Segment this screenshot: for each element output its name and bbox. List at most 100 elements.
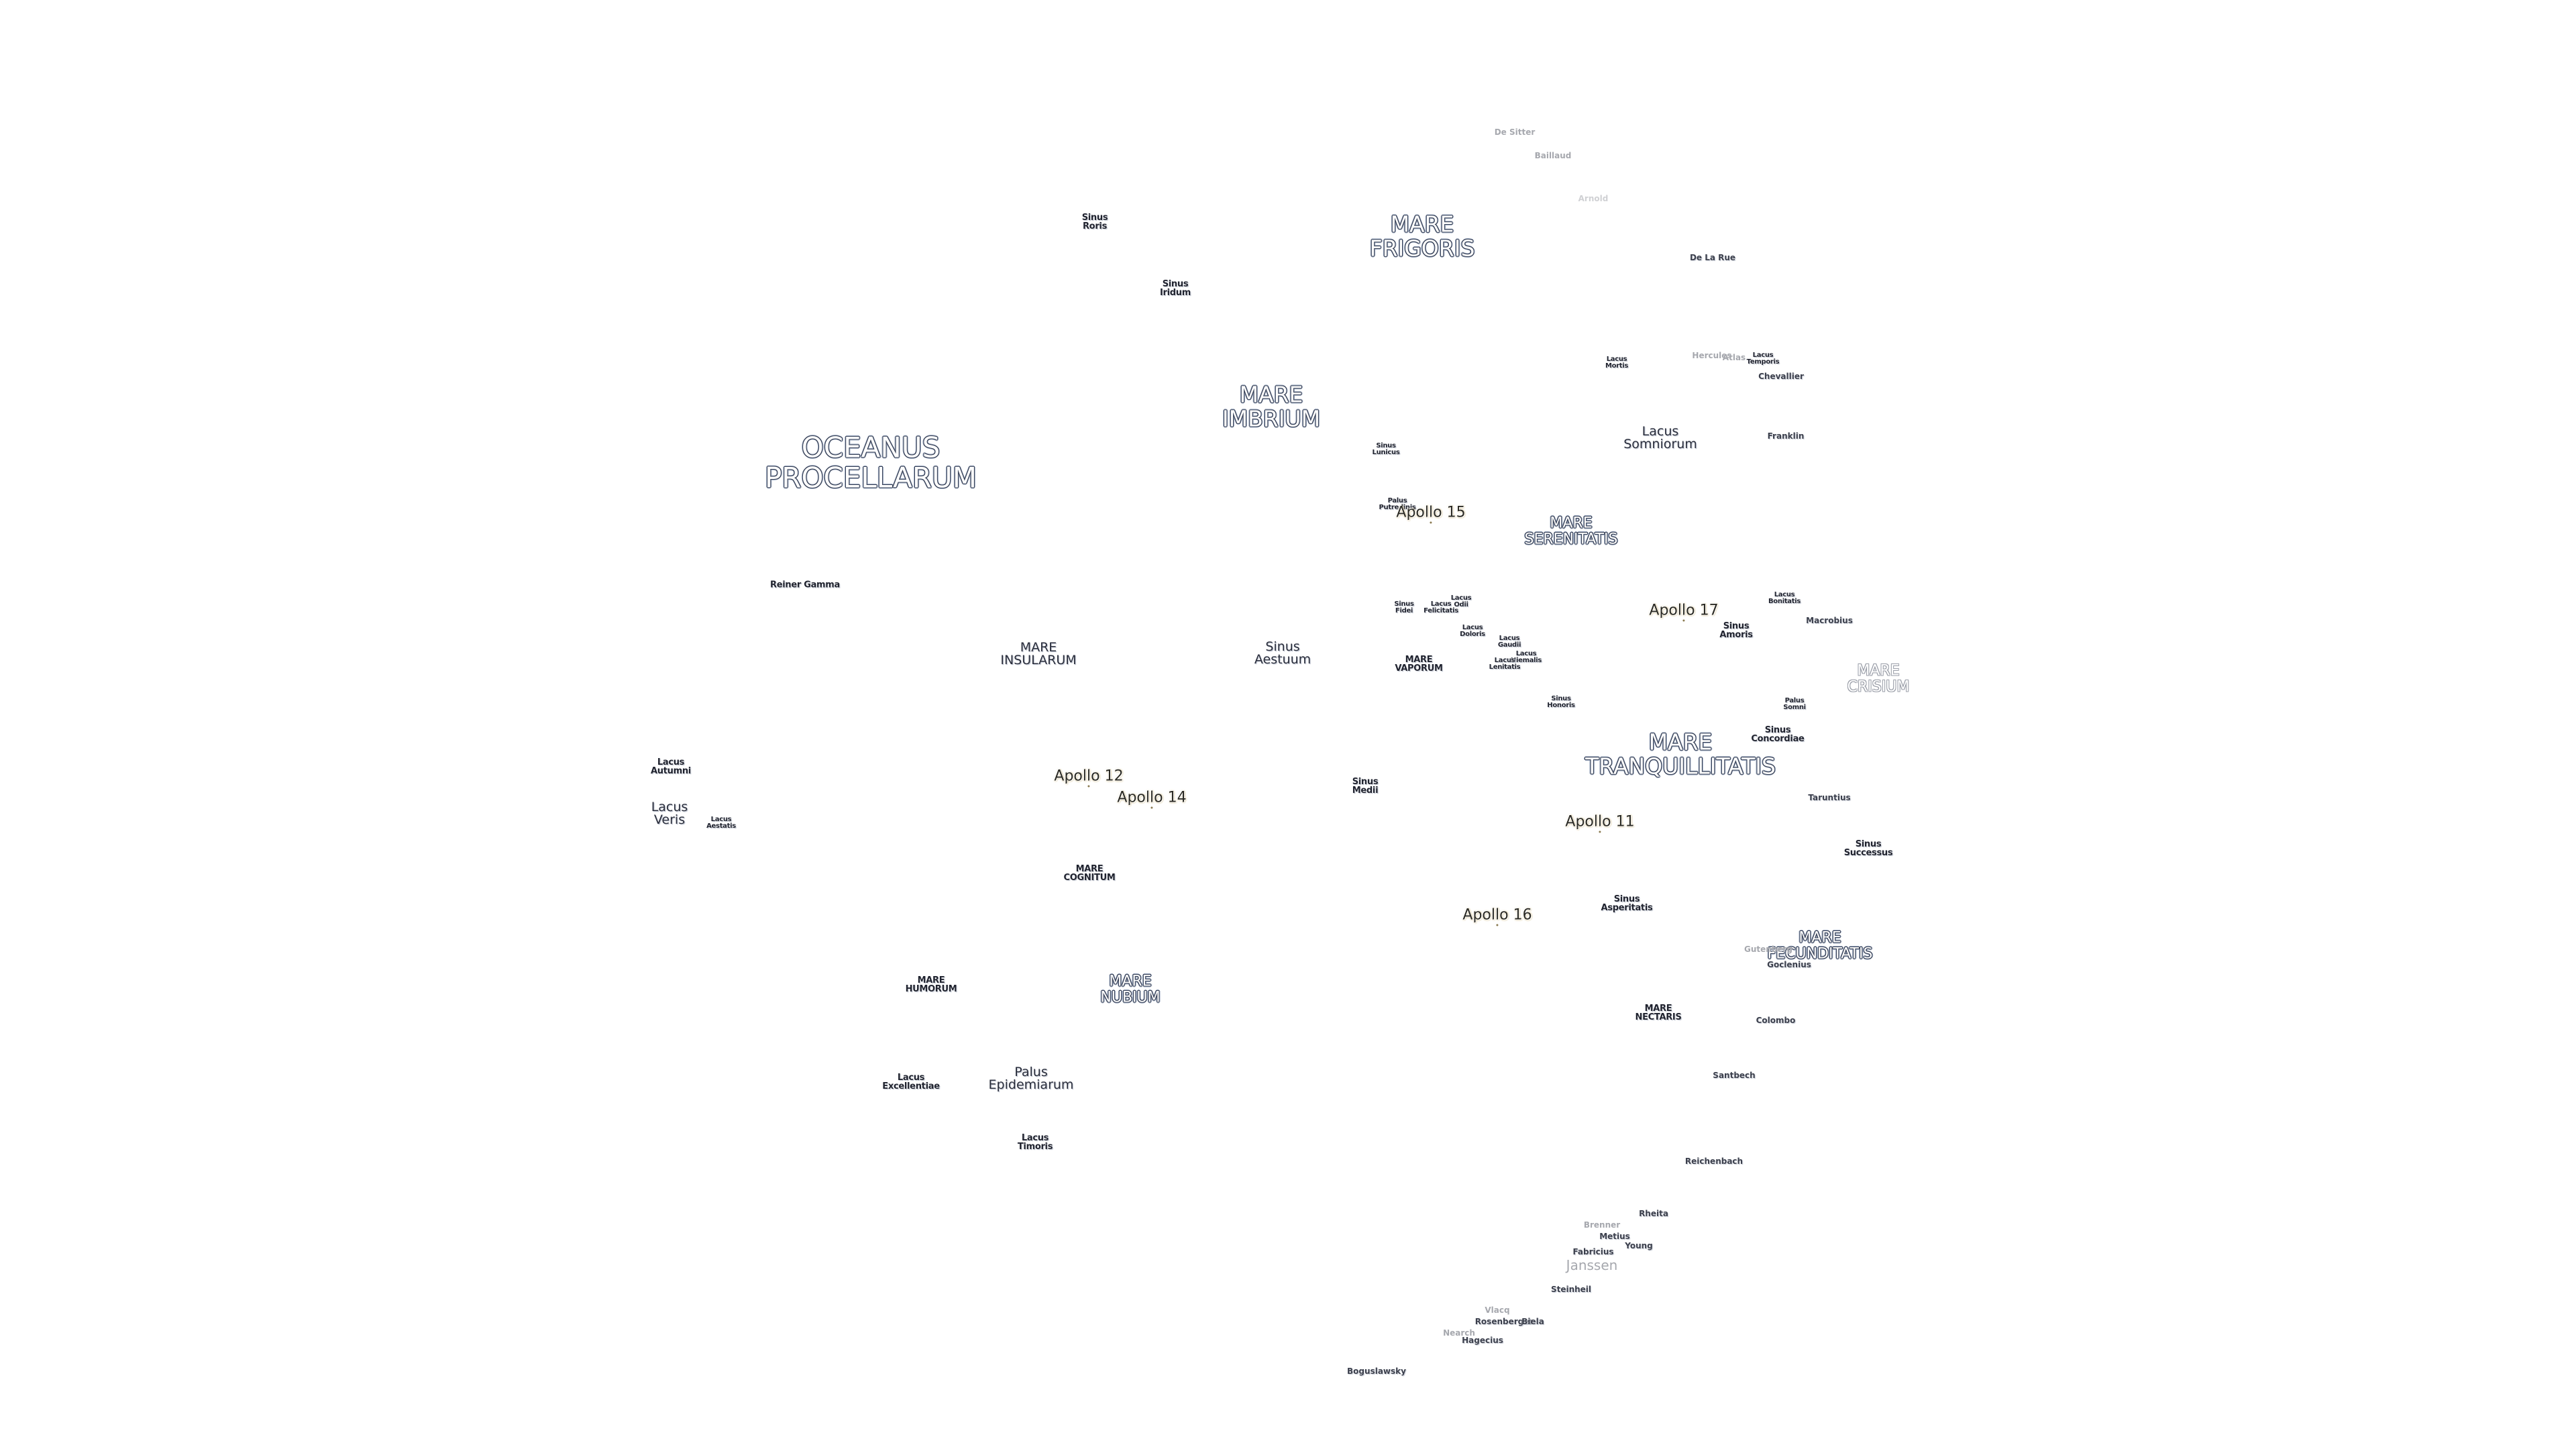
landing-site-marker-icon [1430, 521, 1432, 524]
label-text: Apollo 14 [1117, 789, 1187, 806]
label-text: Goclenius [1767, 960, 1811, 969]
label-de-sitter: De Sitter [1495, 128, 1536, 136]
label-lacus-aestatis: Lacus Aestatis [706, 816, 736, 830]
label-text: Hagecius [1462, 1336, 1503, 1345]
label-lacus-excellentiae: Lacus Excellentiae [882, 1073, 940, 1091]
label-text: Lacus Timoris [1017, 1133, 1053, 1152]
label-atlas: Atlas [1723, 354, 1746, 362]
label-boguslawsky: Boguslawsky [1347, 1367, 1406, 1375]
label-text: Santbech [1713, 1071, 1756, 1080]
label-apollo-16: Apollo 16 [1462, 908, 1532, 926]
label-vlacq: Vlacq [1485, 1306, 1509, 1314]
label-brenner: Brenner [1584, 1221, 1620, 1229]
label-sinus-lunicus: Sinus Lunicus [1373, 443, 1400, 456]
label-reiner-gamma: Reiner Gamma [770, 581, 840, 590]
label-apollo-11: Apollo 11 [1565, 814, 1635, 833]
label-lacus-felicitatis: Lacus Felicitatis [1424, 601, 1458, 614]
label-lacus-somniorum: Lacus Somniorum [1623, 425, 1697, 451]
label-text: Lacus Autumni [651, 757, 691, 776]
label-lacus-mortis: Lacus Mortis [1605, 356, 1628, 370]
label-text: Palus Epidemiarum [988, 1065, 1074, 1092]
label-text: Baillaud [1534, 151, 1572, 160]
label-mare-humorum: MARE HUMORUM [906, 976, 957, 994]
label-oceanus-procellarum: OCEANUS PROCELLARUM [765, 432, 977, 494]
label-text: MARE NECTARIS [1635, 1004, 1682, 1022]
label-text: Sinus Lunicus [1372, 442, 1400, 456]
label-text: Lacus Excellentiae [882, 1073, 940, 1091]
label-text: Apollo 15 [1396, 504, 1466, 521]
label-taruntius: Taruntius [1808, 794, 1850, 802]
label-mare-tranquillitatis: MARE TRANQUILLITATIS [1585, 730, 1776, 777]
label-text: Lacus Hiemalis [1510, 650, 1542, 664]
label-nearch: Nearch [1443, 1329, 1475, 1337]
label-arnold: Arnold [1578, 195, 1609, 203]
label-text: Boguslawsky [1347, 1366, 1406, 1376]
label-text: Apollo 16 [1462, 906, 1532, 924]
label-text: Janssen [1566, 1257, 1618, 1273]
label-text: Gutenberg [1743, 945, 1793, 954]
label-lacus-lenitatis: Lacus Lenitatis [1489, 657, 1521, 671]
label-colombo: Colombo [1756, 1016, 1796, 1024]
label-lacus-bonitatis: Lacus Bonitatis [1768, 592, 1801, 605]
label-text: De La Rue [1689, 253, 1736, 262]
label-text: Lacus Veris [651, 800, 688, 827]
label-text: Young [1625, 1241, 1653, 1250]
label-text: Apollo 17 [1649, 602, 1719, 619]
label-text: Palus Somni [1783, 697, 1806, 711]
label-text: Reichenbach [1684, 1157, 1743, 1166]
label-text: Atlas [1722, 353, 1746, 362]
label-text: Sinus Roris [1081, 213, 1108, 231]
label-text: MARE IMBRIUM [1222, 381, 1321, 431]
label-lacus-gaudii: Lacus Gaudii [1498, 635, 1521, 649]
label-palus-somni: Palus Somni [1783, 698, 1806, 711]
label-sinus-aestuum: Sinus Aestuum [1254, 641, 1311, 666]
label-text: De Sitter [1494, 127, 1536, 137]
label-text: Lacus Gaudii [1497, 635, 1521, 649]
label-text: Sinus Fidei [1394, 600, 1414, 614]
label-sinus-successus: Sinus Successus [1844, 840, 1893, 857]
label-text: Chevallier [1758, 372, 1804, 381]
label-text: Lacus Aestatis [706, 816, 736, 830]
label-chevallier: Chevallier [1758, 372, 1804, 380]
label-sinus-asperitatis: Sinus Asperitatis [1601, 895, 1653, 912]
label-mare-nubium: MARE NUBIUM [1100, 973, 1160, 1006]
label-text: Sinus Asperitatis [1601, 894, 1653, 913]
landing-site-marker-icon [1682, 619, 1685, 622]
label-text: Lacus Doloris [1460, 624, 1485, 638]
label-apollo-15: Apollo 15 [1396, 504, 1466, 524]
label-santbech: Santbech [1713, 1071, 1755, 1079]
landing-site-marker-icon [1599, 830, 1601, 833]
label-text: MARE FRIGORIS [1369, 211, 1475, 261]
label-franklin: Franklin [1768, 432, 1805, 440]
label-text: MARE SERENITATIS [1524, 515, 1618, 547]
label-text: MARE FECUNDITATIS [1767, 929, 1873, 962]
label-text: Metius [1599, 1232, 1630, 1241]
label-text: MARE HUMORUM [905, 975, 957, 994]
label-hercules: Hercules [1692, 352, 1731, 360]
label-text: Lacus Temporis [1746, 352, 1780, 366]
label-text: Rosenberger [1474, 1317, 1534, 1326]
label-mare-crisium: MARE CRISIUM [1847, 663, 1910, 695]
label-apollo-14: Apollo 14 [1117, 789, 1187, 809]
label-mare-cognitum: MARE COGNITUM [1064, 865, 1116, 882]
label-text: Sinus Medii [1352, 777, 1379, 796]
label-text: Franklin [1767, 431, 1805, 441]
label-text: Reiner Gamma [770, 580, 840, 590]
label-text: Steinheil [1550, 1285, 1592, 1294]
label-text: Sinus Aestuum [1254, 639, 1311, 667]
label-lacus-timoris: Lacus Timoris [1018, 1134, 1053, 1151]
label-rheita: Rheita [1639, 1210, 1668, 1218]
label-text: Rheita [1639, 1209, 1668, 1218]
landing-site-marker-icon [1496, 924, 1499, 926]
label-goclenius: Goclenius [1767, 961, 1811, 969]
label-text: Fabricius [1572, 1247, 1614, 1256]
label-text: Brenner [1583, 1220, 1621, 1230]
label-text: MARE CRISIUM [1847, 662, 1910, 695]
label-text: Macrobius [1806, 616, 1853, 625]
label-sinus-honoris: Sinus Honoris [1547, 696, 1575, 709]
label-text: Lacus Bonitatis [1768, 591, 1801, 605]
label-lacus-odii: Lacus Odii [1451, 595, 1472, 608]
label-apollo-12: Apollo 12 [1054, 769, 1124, 788]
label-lacus-temporis: Lacus Temporis [1747, 352, 1780, 366]
